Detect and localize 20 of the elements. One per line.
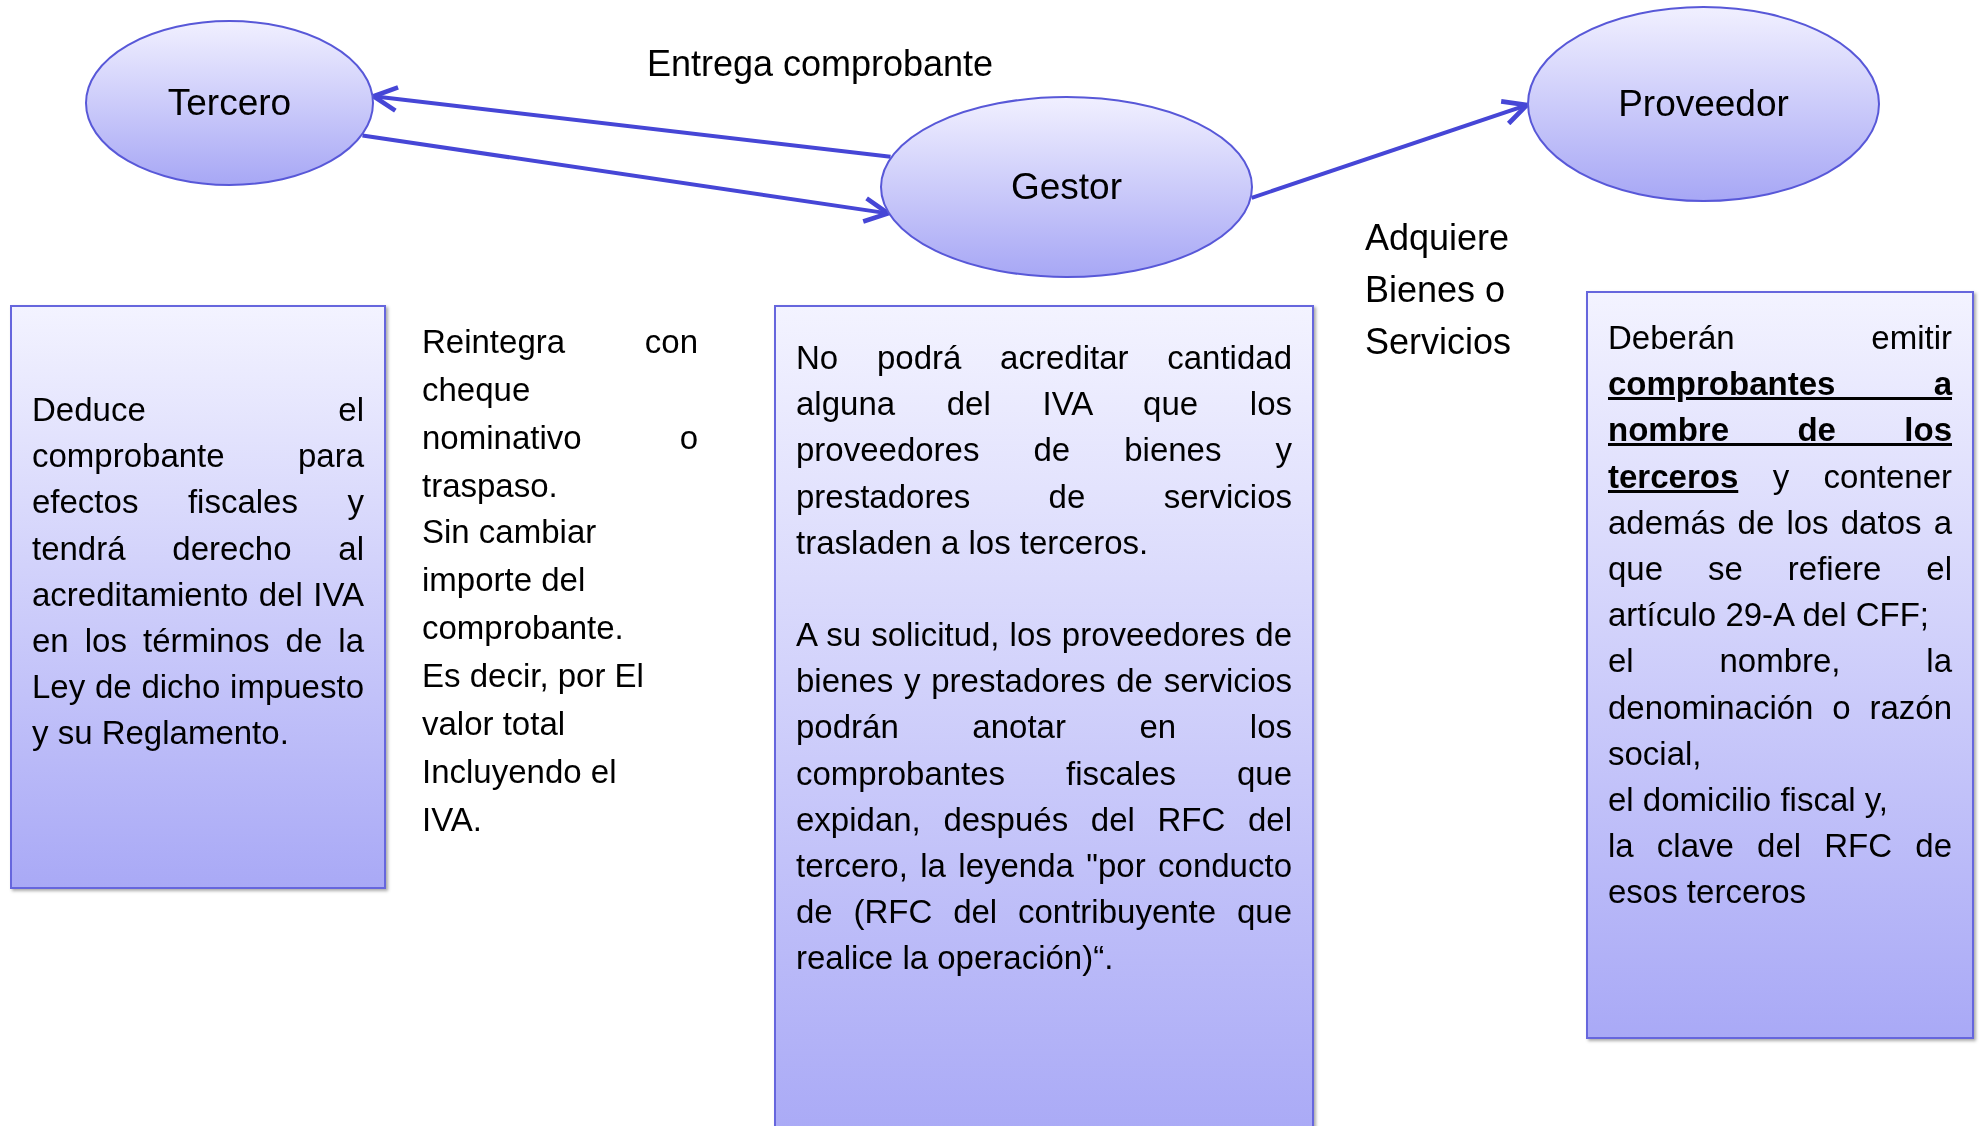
annotation-text: Es decir, por El valor total Incluyendo el IVA. bbox=[422, 656, 645, 840]
arrow bbox=[371, 85, 891, 159]
annotation-text: Sin cambiar importe del comprobante. bbox=[422, 512, 625, 648]
box-text: No podrá acreditar cantidad alguna del IVA que los proveedores de bienes y prestadores de servicios trasladen a los terceros. bbox=[796, 338, 1292, 563]
box-text: Deduce el comprobante para efectos fiscales y tendrá derecho al acreditamiento del IVA en los términos de la Ley de dicho impuesto y su Reglamento. bbox=[32, 390, 364, 754]
node-label: Proveedor bbox=[1618, 83, 1789, 125]
box-text: Deberán emitir comprobantes a nombre de los terceros y contener además de los datos a que se refiere el artículo 29-A del CFF; bbox=[1608, 318, 1952, 636]
node-label: Tercero bbox=[167, 82, 292, 124]
info-box bbox=[774, 305, 1314, 1126]
node-label: Gestor bbox=[1010, 166, 1122, 208]
info-box bbox=[1586, 291, 1974, 1039]
ellipse-node bbox=[85, 20, 374, 186]
ellipse-node bbox=[880, 96, 1253, 278]
arrow bbox=[362, 133, 891, 224]
box-text: la clave del RFC de esos terceros bbox=[1608, 826, 1952, 913]
box-text: el domicilio fiscal y, bbox=[1608, 779, 1889, 820]
ellipse-node bbox=[1527, 6, 1880, 202]
info-box bbox=[10, 305, 386, 889]
box-text: A su solicitud, los proveedores de bienes y prestadores de servicios podrán anotar en los comprobantes fiscales que expidan, después del RFC del tercero, la leyenda "por conducto de (RFC del contribuyente que realice la operación)“. bbox=[796, 614, 1292, 979]
annotation-text: Reintegra con cheque nominativo o traspaso. bbox=[422, 322, 698, 506]
